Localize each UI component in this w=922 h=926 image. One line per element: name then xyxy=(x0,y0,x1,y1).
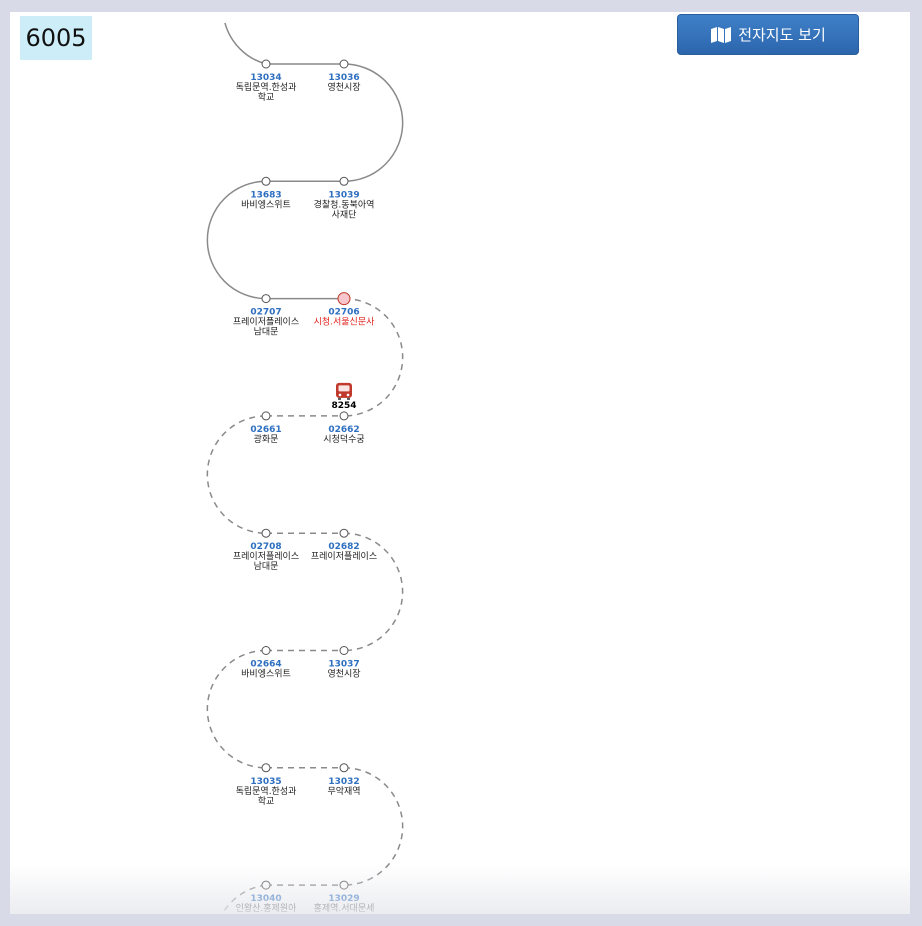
stop-marker xyxy=(339,176,349,186)
route-segment xyxy=(206,415,267,534)
bus-icon xyxy=(336,382,352,400)
stop-code: 02662 xyxy=(328,425,359,435)
stop-name: 무악재역 xyxy=(327,785,360,797)
stop-marker xyxy=(261,411,271,421)
stop-code: 02706 xyxy=(328,308,359,318)
stop-code: 02682 xyxy=(328,542,359,552)
stop-code: 02708 xyxy=(250,542,281,552)
bus-plate-label: 8254 xyxy=(331,401,356,411)
stop-code: 13034 xyxy=(250,73,281,83)
stop-marker xyxy=(261,763,271,773)
stop-code: 13683 xyxy=(250,190,281,200)
stop-name: 학교 xyxy=(258,92,275,103)
stop-name: 홍제역.서대문세 xyxy=(314,902,375,914)
stop-code: 13036 xyxy=(328,73,359,83)
stop-code: 13035 xyxy=(250,777,281,787)
stop-marker xyxy=(339,528,349,538)
route-segment xyxy=(224,22,267,65)
stop-marker xyxy=(261,176,271,186)
route-segment xyxy=(343,532,404,652)
stop-code: 13029 xyxy=(328,894,359,904)
stop-code: 13032 xyxy=(328,777,359,787)
stop-marker xyxy=(261,528,271,538)
stop-name: 바비엥스위트 xyxy=(241,669,291,680)
stop-name: 남대문 xyxy=(254,561,279,572)
stop-name: 프레이저플레이스 xyxy=(311,551,377,562)
stop-name: 시청덕수궁 xyxy=(323,434,364,445)
route-diagram: 13034독립문역.한성과학교13036영천시장13039경찰청.동북아역사재단… xyxy=(206,22,404,914)
route-segment xyxy=(206,180,267,300)
stop-marker xyxy=(261,59,271,69)
current-stop-marker xyxy=(337,292,351,306)
view-map-button[interactable]: 전자지도 보기 xyxy=(677,14,859,55)
stop-marker xyxy=(261,294,271,304)
stop-marker xyxy=(339,646,349,655)
stop-name: 영천시장 xyxy=(327,669,360,680)
stop-name: 남대문 xyxy=(254,327,279,338)
stop-name: 시청.서울신문사 xyxy=(314,317,376,328)
stop-name: 독립문역.한성과 xyxy=(236,82,297,93)
stop-name: 인왕산.홍제원아 xyxy=(236,902,298,914)
stop-marker xyxy=(339,763,349,773)
stop-name: 경찰청.동북아역 xyxy=(314,198,375,210)
stop-marker xyxy=(339,880,349,890)
stop-marker xyxy=(261,880,271,890)
stop-code: 13039 xyxy=(328,190,359,200)
stop-marker xyxy=(339,59,349,69)
stop-name: 사재단 xyxy=(332,209,357,220)
stop-name: 학교 xyxy=(258,796,275,807)
route-number-badge: 6005 xyxy=(20,16,92,60)
stop-name: 영천시장 xyxy=(327,82,360,93)
stop-name: 프레이저플레이스 xyxy=(233,317,299,328)
stop-name: 프레이저플레이스 xyxy=(233,551,299,562)
stop-code: 02664 xyxy=(250,660,281,670)
route-segment xyxy=(343,297,404,417)
stop-name: 광화문 xyxy=(254,433,279,445)
stop-marker xyxy=(261,646,271,655)
view-map-label: 전자지도 보기 xyxy=(738,26,826,44)
map-icon xyxy=(711,27,732,43)
route-segment xyxy=(343,63,404,183)
stop-name: 독립문역.한성과 xyxy=(236,786,297,797)
stop-code: 13037 xyxy=(328,660,359,670)
stop-code: 13040 xyxy=(250,894,281,904)
route-segment xyxy=(206,649,267,769)
stop-marker xyxy=(339,411,349,421)
stop-name: 바비엥스위트 xyxy=(241,199,291,210)
stop-code: 02661 xyxy=(250,425,281,435)
bus-marker[interactable]: 8254 xyxy=(331,382,357,411)
stop-code: 02707 xyxy=(250,308,281,318)
